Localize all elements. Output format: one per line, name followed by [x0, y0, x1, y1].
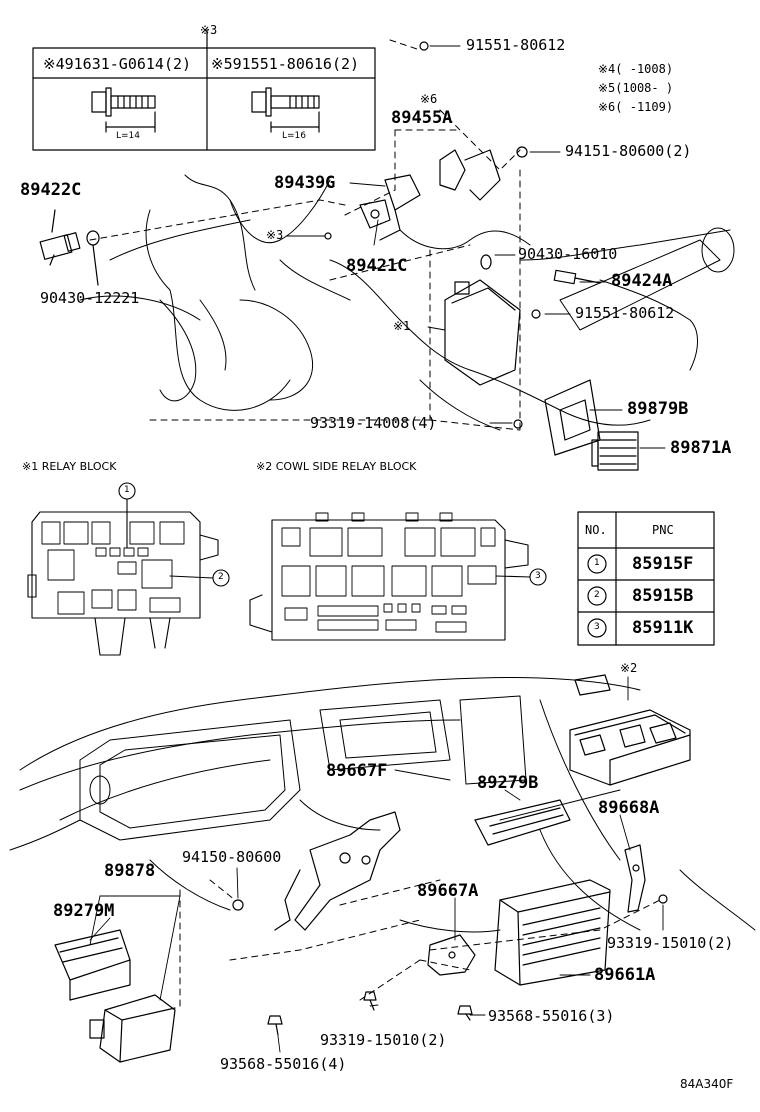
sensor-89422C-icon	[39, 209, 100, 286]
label-89421C: 89421C	[346, 256, 408, 276]
label-93319-15010-bottom: 93319-15010(2)	[320, 1031, 447, 1049]
marker-3-top: ※3	[200, 23, 218, 37]
dashboard-sketch	[9, 677, 756, 1011]
cowl-relay-block-title: ※2 COWL SIDE RELAY BLOCK	[256, 460, 417, 473]
label-89424A: 89424A	[611, 271, 673, 291]
label-94151-80600: 94151-80600(2)	[565, 142, 692, 160]
label-89878: 89878	[104, 861, 156, 881]
relay-block-title: ※1 RELAY BLOCK	[22, 460, 117, 473]
cowl-relay-block-drawing	[249, 512, 547, 641]
bolt-left-length: L=14	[116, 131, 141, 141]
label-89879B: 89879B	[627, 399, 689, 419]
pnc-row-3-no: 3	[594, 622, 600, 632]
pnc-row-1-no: 1	[594, 558, 600, 568]
label-94150-80600: 94150-80600	[182, 848, 282, 866]
diagram-code: 84A340F	[680, 1077, 734, 1091]
relay-block-drawing	[27, 482, 230, 656]
pnc-header-pnc: PNC	[652, 523, 674, 537]
label-91551-80612-top: 91551-80612	[466, 36, 566, 54]
label-93319-15010-right: 93319-15010(2)	[607, 934, 734, 952]
ecu-89661A-icon	[494, 879, 611, 986]
sensor-89421C-icon	[359, 199, 391, 229]
trim-89279M-icon	[54, 929, 131, 1001]
label-89455A: 89455A	[391, 108, 453, 128]
engine-bay-sketch	[79, 39, 735, 431]
bolt-right-length: L=16	[282, 131, 307, 141]
label-91551-80612-mid: 91551-80612	[575, 304, 675, 322]
relay-89871A-icon	[591, 431, 639, 471]
leader-lines-bottom	[89, 676, 664, 1053]
pnc-table-grid	[577, 511, 715, 646]
pnc-row-2-pnc: 85915B	[632, 586, 694, 606]
label-89668A: 89668A	[598, 798, 660, 818]
pnc-header-no: NO.	[585, 523, 607, 537]
washer-icons	[324, 41, 541, 429]
bolt-91631-icon	[91, 87, 156, 133]
label-93568-55016-3: 93568-55016(3)	[488, 1007, 615, 1025]
trim-89279B-icon	[474, 799, 571, 846]
bracket-89667A-icon	[427, 934, 476, 976]
bolt-box-left-header: ※491631-G0614(2)	[43, 55, 192, 73]
marker-3-left: ※3	[266, 228, 284, 242]
bolt-91551-icon	[251, 87, 320, 133]
label-89667F: 89667F	[326, 761, 388, 781]
label-89439G: 89439G	[274, 173, 336, 193]
relay-callout-2: 2	[218, 572, 224, 582]
bolt-box-right-header: ※591551-80616(2)	[211, 55, 360, 73]
label-89667A: 89667A	[417, 881, 479, 901]
date-note-6: ※6( -1109)	[598, 100, 674, 114]
marker-6: ※6	[420, 92, 438, 106]
label-90430-12221: 90430-12221	[40, 289, 140, 307]
module-89878-icon	[89, 994, 176, 1063]
label-90430-16010: 90430-16010	[518, 245, 618, 263]
cowl-callout-3: 3	[535, 571, 541, 581]
label-89279B: 89279B	[477, 773, 539, 793]
leader-lines-top	[285, 45, 666, 449]
date-note-4: ※4( -1008)	[598, 62, 674, 76]
bracket-89668A-icon	[624, 844, 646, 913]
label-89422C: 89422C	[20, 180, 82, 200]
relay-callout-1: 1	[124, 485, 130, 495]
marker-1: ※1	[393, 319, 411, 333]
label-89871A: 89871A	[670, 438, 732, 458]
pnc-row-3-pnc: 85911K	[632, 618, 694, 638]
pnc-row-1-pnc: 85915F	[632, 554, 694, 574]
label-89661A: 89661A	[594, 965, 656, 985]
label-93319-14008: 93319-14008(4)	[310, 414, 437, 432]
bracket-89455A-icon	[439, 149, 501, 201]
label-89279M: 89279M	[53, 901, 115, 921]
label-93568-55016-4: 93568-55016(4)	[220, 1055, 347, 1073]
date-note-5: ※5(1008- )	[598, 81, 674, 95]
cowl-relay-block-3d-icon	[569, 674, 691, 786]
module-89871-icon	[444, 279, 521, 386]
bracket-89667F-icon	[274, 811, 401, 931]
bolt-detail-box	[32, 29, 376, 151]
marker-2-dash: ※2	[620, 661, 638, 675]
pnc-row-2-no: 2	[594, 590, 600, 600]
bolt-icons-bottom	[232, 894, 668, 1036]
bracket-89439G-icon	[379, 174, 421, 241]
